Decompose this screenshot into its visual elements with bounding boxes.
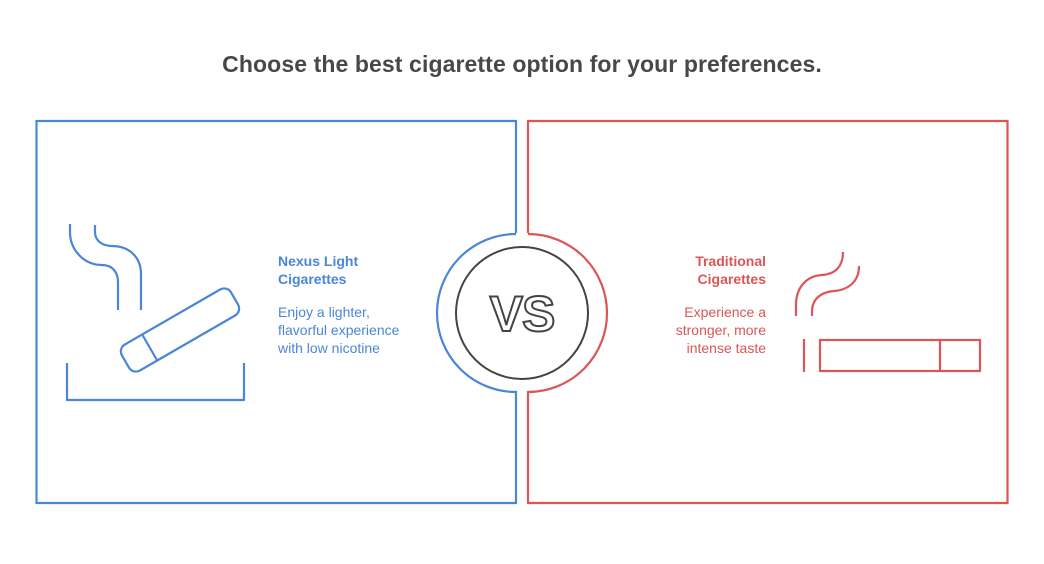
left-heading-line: Nexus Light (278, 253, 359, 269)
right-option-text: Traditional Cigarettes Experience a stro… (610, 252, 766, 357)
left-option-description: Enjoy a lighter, flavorful experience wi… (278, 303, 428, 357)
page-title: Choose the best cigarette option for you… (222, 51, 822, 77)
vs-badge: VS (455, 246, 589, 380)
vs-label: VS (490, 286, 555, 342)
left-option-text: Nexus Light Cigarettes Enjoy a lighter, … (278, 252, 428, 357)
right-heading-line: Cigarettes (697, 271, 766, 287)
cigarette-in-ashtray-icon (65, 224, 246, 402)
left-option-heading: Nexus Light Cigarettes (278, 252, 428, 288)
right-option-heading: Traditional Cigarettes (610, 252, 766, 288)
left-option-panel (35, 119, 518, 505)
smoking-cigarette-icon (794, 251, 982, 373)
right-desc-line: stronger, more (675, 322, 766, 338)
right-heading-line: Traditional (695, 253, 766, 269)
right-desc-line: Experience a (684, 304, 766, 320)
right-desc-line: intense taste (686, 340, 766, 356)
right-option-panel (526, 119, 1009, 505)
left-desc-line: Enjoy a lighter, (278, 304, 370, 320)
right-option-description: Experience a stronger, more intense tast… (610, 303, 766, 357)
left-desc-line: with low nicotine (278, 340, 380, 356)
left-desc-line: flavorful experience (278, 322, 400, 338)
left-heading-line: Cigarettes (278, 271, 347, 287)
